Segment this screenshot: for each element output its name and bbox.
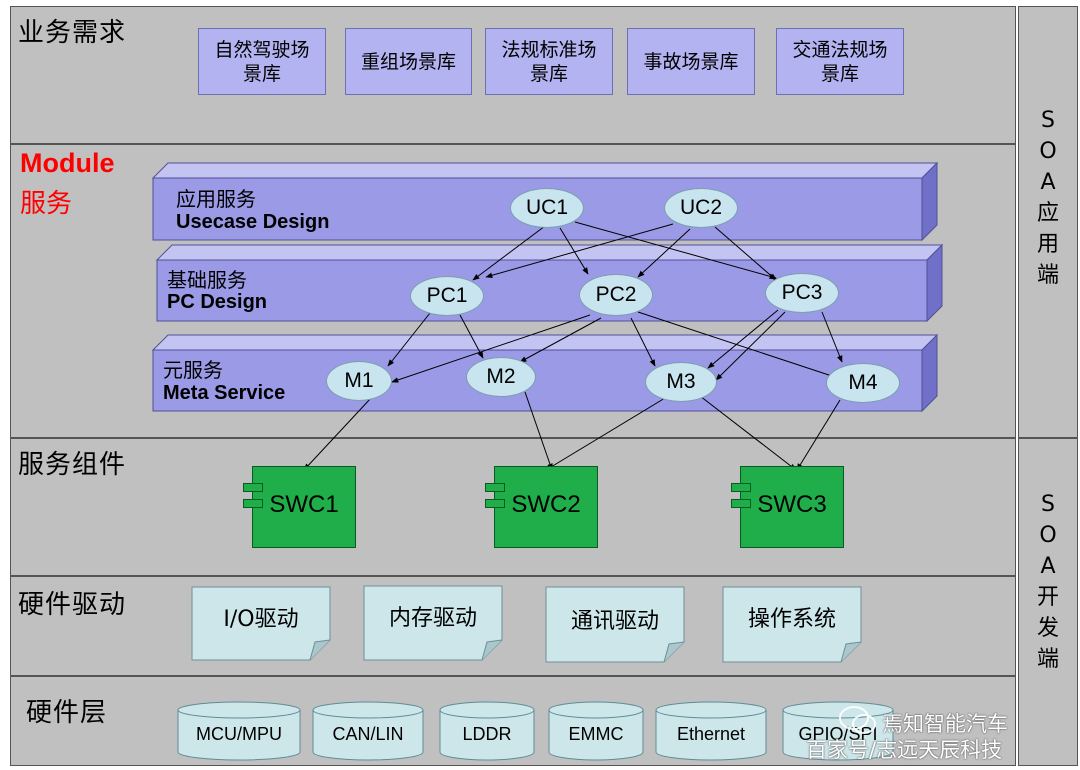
swc-label: SWC1 bbox=[269, 491, 339, 518]
tier-meta-cn: 元服务 bbox=[163, 358, 223, 382]
watermark-line2: 百家号/志远天辰科技 bbox=[806, 738, 1003, 762]
node-pc3: PC3 bbox=[765, 273, 839, 313]
node-m2: M2 bbox=[466, 357, 536, 397]
node-m4: M4 bbox=[826, 363, 900, 403]
watermark-line1: 焉知智能汽车 bbox=[882, 712, 1008, 736]
swc-tab bbox=[485, 499, 505, 508]
components-label: 服务组件 bbox=[18, 450, 127, 480]
hardware-label: MCU/MPU bbox=[196, 724, 282, 744]
hardware-label: 硬件层 bbox=[26, 698, 108, 728]
hardware-label: LDDR bbox=[462, 724, 512, 744]
node-uc2: UC2 bbox=[664, 188, 738, 228]
hardware-item: CAN/LIN bbox=[313, 700, 423, 760]
hardware-item: LDDR bbox=[440, 700, 534, 760]
swc-tab bbox=[731, 483, 751, 492]
driver-item: 通讯驱动 bbox=[546, 587, 684, 662]
hardware-item: Ethernet bbox=[656, 700, 766, 760]
hardware-label: CAN/LIN bbox=[332, 724, 404, 744]
node-m1: M1 bbox=[326, 361, 392, 401]
driver-item: 内存驱动 bbox=[364, 586, 502, 660]
driver-item: I/O驱动 bbox=[192, 587, 330, 660]
swc-component: SWC1 bbox=[243, 466, 356, 548]
swc-label: SWC3 bbox=[757, 491, 827, 518]
tier-app-cn: 应用服务 bbox=[176, 187, 256, 211]
module-title: Module bbox=[20, 148, 115, 178]
soa-dev-label: S O A 开 发 端 bbox=[1036, 492, 1059, 672]
driver-label: 内存驱动 bbox=[388, 606, 477, 631]
driver-item: 操作系统 bbox=[723, 587, 861, 662]
hardware-item: EMMC bbox=[549, 700, 643, 760]
requirement-box: 事故场景库 bbox=[627, 28, 755, 95]
node-m3: M3 bbox=[645, 362, 717, 402]
drivers-label: 硬件驱动 bbox=[18, 590, 127, 620]
swc-label: SWC2 bbox=[511, 491, 581, 518]
requirement-box: 重组场景库 bbox=[345, 28, 472, 95]
tier-base-en: PC Design bbox=[167, 291, 268, 313]
driver-label: 通讯驱动 bbox=[570, 609, 659, 634]
hardware-cylinders bbox=[177, 701, 894, 761]
node-pc1: PC1 bbox=[410, 276, 484, 316]
requirement-box: 自然驾驶场 景库 bbox=[198, 28, 326, 95]
node-uc1: UC1 bbox=[510, 188, 584, 228]
soa-app-label: S O A 应 用 端 bbox=[1036, 108, 1059, 288]
soa-app-side: S O A 应 用 端 bbox=[1018, 6, 1078, 438]
module-subtitle: 服务 bbox=[20, 189, 73, 219]
swc-tab bbox=[731, 499, 751, 508]
hardware-label: EMMC bbox=[568, 724, 624, 744]
swc-tab bbox=[485, 483, 505, 492]
driver-notes bbox=[191, 585, 862, 663]
requirement-box: 交通法规场 景库 bbox=[776, 28, 904, 95]
business-label: 业务需求 bbox=[18, 18, 127, 48]
driver-label: I/O驱动 bbox=[223, 607, 299, 632]
soa-dev-side: S O A 开 发 端 bbox=[1018, 438, 1078, 766]
tier-app-en: Usecase Design bbox=[176, 211, 330, 233]
tier-meta-prism bbox=[151, 333, 939, 413]
wechat-logo bbox=[839, 706, 876, 734]
hardware-item: MCU/MPU bbox=[178, 700, 300, 760]
tier-base-cn: 基础服务 bbox=[167, 268, 247, 292]
driver-label: 操作系统 bbox=[747, 607, 836, 632]
requirement-box: 法规标准场 景库 bbox=[485, 28, 613, 95]
node-pc2: PC2 bbox=[579, 274, 653, 316]
swc-component: SWC2 bbox=[485, 466, 598, 548]
swc-tab bbox=[243, 499, 263, 508]
dependency-arrows bbox=[303, 221, 843, 471]
swc-component: SWC3 bbox=[731, 466, 844, 548]
hardware-label: Ethernet bbox=[676, 724, 746, 744]
swc-tab bbox=[243, 483, 263, 492]
tier-meta-en: Meta Service bbox=[163, 382, 286, 404]
